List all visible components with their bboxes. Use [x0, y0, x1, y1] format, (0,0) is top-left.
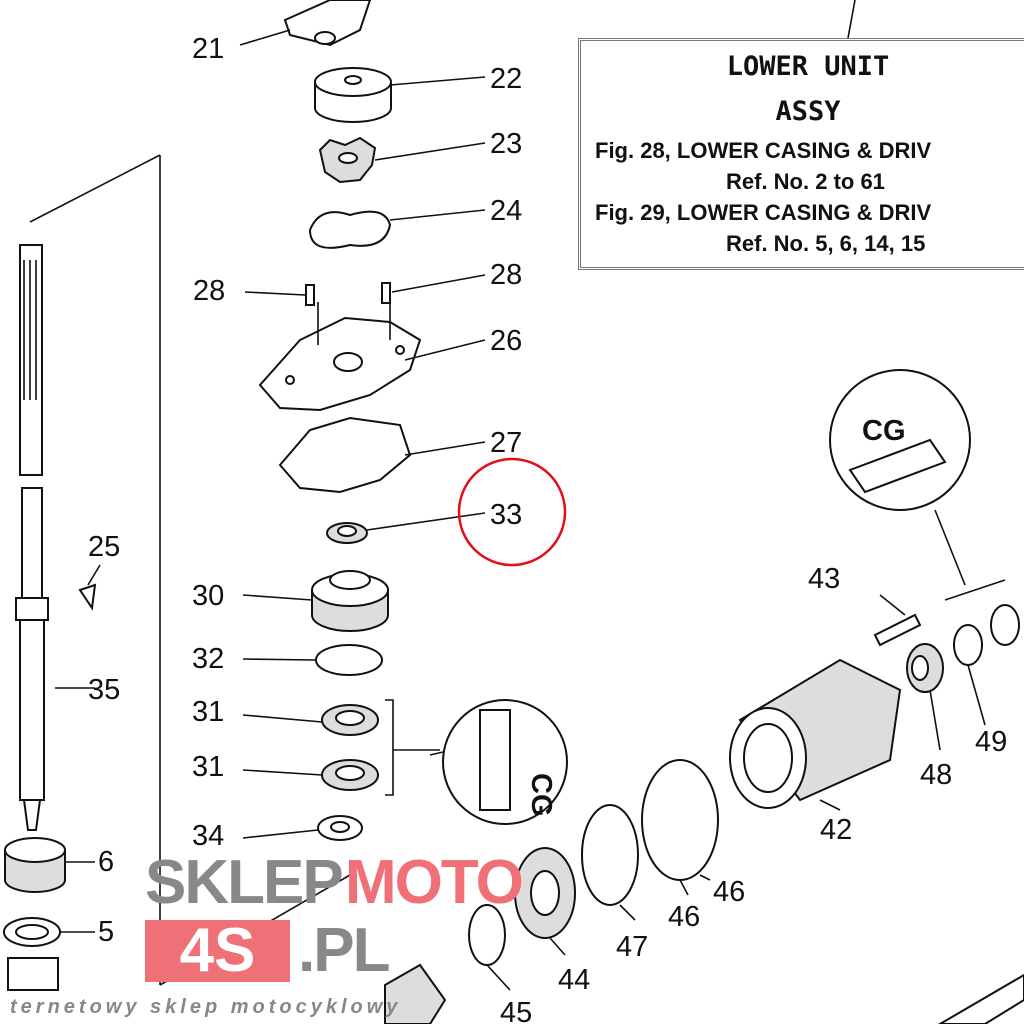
- callout-25: 25: [88, 531, 120, 563]
- leader-line: [847, 0, 856, 39]
- callout-35: 35: [88, 674, 120, 706]
- part-pinion: [7, 957, 59, 991]
- info-box-line: Ref. No. 2 to 61: [726, 169, 885, 194]
- callout-28: 28: [193, 275, 225, 307]
- callout-44: 44: [558, 964, 590, 996]
- callout-21: 21: [192, 33, 224, 65]
- part-47-shim: [581, 804, 639, 906]
- part-44-bearing: [514, 847, 576, 939]
- callout-45: 45: [500, 997, 532, 1024]
- callout-31: 31: [192, 751, 224, 783]
- callout-labels: 21 22 23 24 28 28 26 27 33 25 30 32 35 3…: [88, 33, 1007, 1024]
- callout-30: 30: [192, 580, 224, 612]
- info-box-title: LOWER UNIT: [726, 51, 890, 82]
- watermark-prefix: SKLEP: [145, 848, 344, 917]
- info-box: LOWER UNIT ASSY Fig. 28, LOWER CASING & …: [578, 38, 1024, 270]
- callout-48: 48: [920, 759, 952, 791]
- callout-32: 32: [192, 643, 224, 675]
- callout-47: 47: [616, 931, 648, 963]
- part-reverse-gear: [384, 963, 447, 1024]
- info-box-line: Fig. 28, LOWER CASING & DRIV: [595, 138, 932, 163]
- part-48-needle-bearing: [906, 643, 944, 693]
- grease-callout-bubble: CG: [429, 699, 568, 825]
- part-propeller-shaft: [938, 973, 1024, 1024]
- callout-27: 27: [490, 427, 522, 459]
- info-box-subtitle: ASSY: [775, 96, 841, 127]
- leader-lines: [55, 29, 986, 991]
- callout-24: 24: [490, 195, 522, 227]
- callout-5: 5: [98, 916, 114, 948]
- watermark-tagline: ternetowy sklep motocyklowy: [10, 996, 402, 1018]
- part-32-o-ring: [315, 644, 383, 676]
- callout-23: 23: [490, 128, 522, 160]
- grease-mark-cg: CG: [862, 415, 906, 447]
- info-box-line: Ref. No. 5, 6, 14, 15: [726, 231, 926, 256]
- part-5-shim: [3, 917, 61, 947]
- part-43-bolt: [873, 613, 922, 647]
- part-31-oil-seal: [321, 704, 379, 736]
- watermark-suffix: .PL: [298, 916, 390, 985]
- callout-46: 46: [713, 876, 745, 908]
- part-22-insert-cartridge: [314, 67, 392, 123]
- part-27-gasket: [278, 416, 412, 494]
- highlight-circle: [457, 457, 567, 567]
- part-28-dowel-pin: [381, 282, 391, 304]
- part-34-washer: [317, 815, 363, 841]
- info-box-line: Fig. 29, LOWER CASING & DRIV: [595, 200, 932, 225]
- callout-42: 42: [820, 814, 852, 846]
- callout-6: 6: [98, 846, 114, 878]
- callout-33: 33: [490, 499, 522, 531]
- callout-31: 31: [192, 696, 224, 728]
- callout-22: 22: [490, 63, 522, 95]
- part-33-oil-seal: [326, 522, 368, 544]
- part-46-o-ring: [641, 759, 719, 881]
- callout-46: 46: [668, 901, 700, 933]
- part-28-dowel-pin: [305, 284, 315, 306]
- callout-26: 26: [490, 325, 522, 357]
- watermark-badge: 4S: [145, 920, 290, 982]
- callout-28: 28: [490, 259, 522, 291]
- part-24-gasket: [308, 210, 392, 249]
- watermark-brand: MOTO: [345, 848, 524, 917]
- part-31-oil-seal: [321, 759, 379, 791]
- bracket-31: [385, 699, 440, 796]
- part-23-impeller: [318, 136, 377, 184]
- part-30-oil-seal-housing: [311, 570, 389, 632]
- callout-34: 34: [192, 820, 224, 852]
- callout-43: 43: [808, 563, 840, 595]
- grease-mark-cg: CG: [525, 773, 557, 817]
- part-49-oil-seal: [953, 604, 1020, 666]
- part-26-outer-plate-cartridge: [258, 316, 422, 412]
- part-42-propeller-shaft-housing: [729, 658, 902, 809]
- part-6-bearing: [4, 837, 66, 893]
- part-21-water-pump-housing: [283, 0, 372, 47]
- drive-shaft: [15, 244, 49, 831]
- group-bracket-line: [29, 154, 351, 986]
- callout-49: 49: [975, 726, 1007, 758]
- part-25-woodruff-key: [78, 583, 97, 611]
- grease-callout-bubble: CG: [829, 369, 1006, 601]
